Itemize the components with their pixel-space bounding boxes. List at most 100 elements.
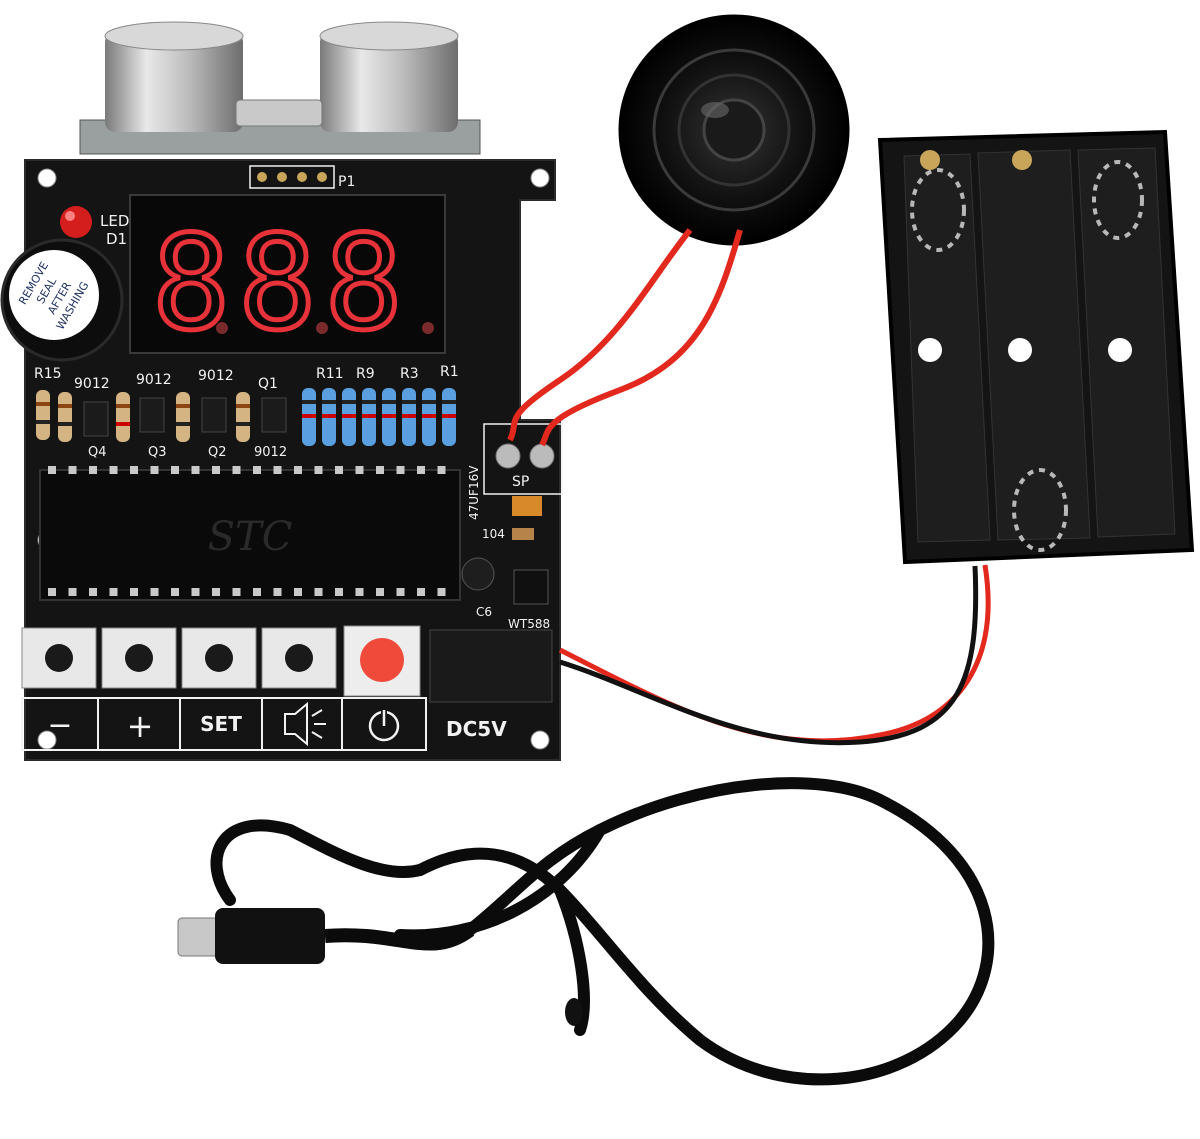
- transistor-ref: Q2: [208, 445, 227, 460]
- battery-holder: [877, 129, 1195, 565]
- chip-pin: [68, 466, 77, 474]
- chip-pin: [89, 588, 97, 596]
- transistor-label: 9012: [74, 376, 110, 392]
- power-button[interactable]: [360, 638, 404, 682]
- chip-pin: [171, 588, 179, 596]
- battery-wire-red: [558, 564, 991, 744]
- sensor-transducer-right: [320, 32, 458, 132]
- chip-pin: [48, 466, 56, 474]
- chip-pin: [232, 588, 241, 596]
- chip-pin: [68, 588, 77, 596]
- transistors: [83, 397, 287, 437]
- seven-segment-display: 888: [129, 194, 446, 362]
- chip-pin: [150, 466, 159, 474]
- speaker-wire: [507, 228, 693, 442]
- chip-pin: [89, 466, 97, 474]
- chip-pin: [171, 466, 179, 474]
- minus-button[interactable]: [45, 644, 73, 672]
- resistors-tan: [36, 390, 250, 442]
- chip-pin: [253, 588, 261, 596]
- speaker-terminal: [495, 443, 521, 469]
- speaker-port-label: SP: [512, 474, 529, 490]
- chip-marking: STC: [208, 514, 293, 560]
- cap-ref: C6: [476, 605, 492, 619]
- chip-pin: [150, 588, 159, 596]
- battery-spring: [1012, 468, 1068, 552]
- chip-pin: [48, 588, 56, 596]
- chip-pin: [294, 588, 302, 596]
- chip-pin: [396, 588, 405, 596]
- power-label: DC5V: [446, 717, 507, 741]
- speaker-wire: [539, 229, 743, 447]
- header-label: P1: [338, 174, 355, 190]
- audio-chip: [513, 569, 549, 605]
- transistor-ref: Q4: [88, 445, 107, 460]
- resistor-label: R11: [316, 366, 344, 382]
- dc-power-cable: [177, 777, 995, 1086]
- minus-label: −: [47, 708, 72, 743]
- dc-plug-tip: [177, 917, 219, 957]
- transistor-label: 9012: [136, 372, 172, 388]
- chip-pin: [253, 466, 261, 474]
- chip-pin: [191, 466, 200, 474]
- dc-jack: [429, 629, 553, 703]
- chip-pin: [396, 466, 405, 474]
- chip-pin: [191, 588, 200, 596]
- mount-hole: [530, 730, 550, 750]
- resistor-label: R15: [34, 366, 62, 382]
- led-label: LED: [100, 212, 129, 230]
- resistor-label: R1: [440, 364, 459, 380]
- speaker-button[interactable]: [285, 644, 313, 672]
- dc-plug-body: [215, 908, 325, 964]
- led-ref: D1: [106, 230, 127, 248]
- tactile-buttons: [21, 625, 553, 703]
- chip-pin: [212, 588, 220, 596]
- display-digits: 888: [152, 207, 411, 359]
- chip-pin: [232, 466, 241, 474]
- set-button[interactable]: [205, 644, 233, 672]
- chip-pin: [273, 466, 282, 474]
- chip-pin: [314, 466, 323, 474]
- audio-chip-label: WT588: [508, 617, 550, 631]
- chip-pin: [130, 588, 138, 596]
- resistor-label: R3: [400, 366, 419, 382]
- transistor-label: 9012: [198, 368, 234, 384]
- chip-pin: [335, 466, 343, 474]
- chip-pin: [417, 588, 425, 596]
- chip-pin: [355, 466, 364, 474]
- tantalum-cap: [512, 496, 542, 516]
- chip-pin: [212, 466, 220, 474]
- chip-pin: [376, 466, 384, 474]
- chip-pin: [376, 588, 384, 596]
- speaker-icon: [284, 701, 308, 747]
- chip-pin: [314, 588, 323, 596]
- plus-button[interactable]: [125, 644, 153, 672]
- led: [60, 206, 92, 238]
- ultrasonic-sensor: [79, 21, 481, 155]
- battery-spring: [910, 168, 966, 252]
- cap-small-label: 104: [482, 527, 505, 541]
- cap-label: 47UF16V: [467, 465, 481, 520]
- chip-pin: [335, 588, 343, 596]
- button-labels: − + SET DC5V: [21, 697, 507, 751]
- microcontroller-chip: STC: [39, 466, 461, 601]
- chip-pin: [355, 588, 364, 596]
- transistor-label: Q1: [258, 376, 278, 392]
- resistors-blue: [302, 388, 456, 446]
- sensor-transducer-left: [105, 32, 243, 132]
- speaker-terminal: [529, 443, 555, 469]
- chip-pin: [294, 466, 302, 474]
- battery-spring: [1092, 160, 1144, 240]
- buzzer: REMOVE SEAL AFTER WASHING: [0, 238, 124, 362]
- cable-tie: [565, 998, 583, 1026]
- resistor-label: R9: [356, 366, 375, 382]
- electrolytic-cap: [461, 557, 495, 591]
- mount-hole: [37, 168, 57, 188]
- battery-wire-black: [559, 565, 979, 746]
- transistor-ref: Q3: [148, 445, 167, 460]
- chip-pin: [417, 466, 425, 474]
- chip-pin: [437, 588, 446, 596]
- chip-pin: [273, 588, 282, 596]
- speaker: [618, 14, 850, 246]
